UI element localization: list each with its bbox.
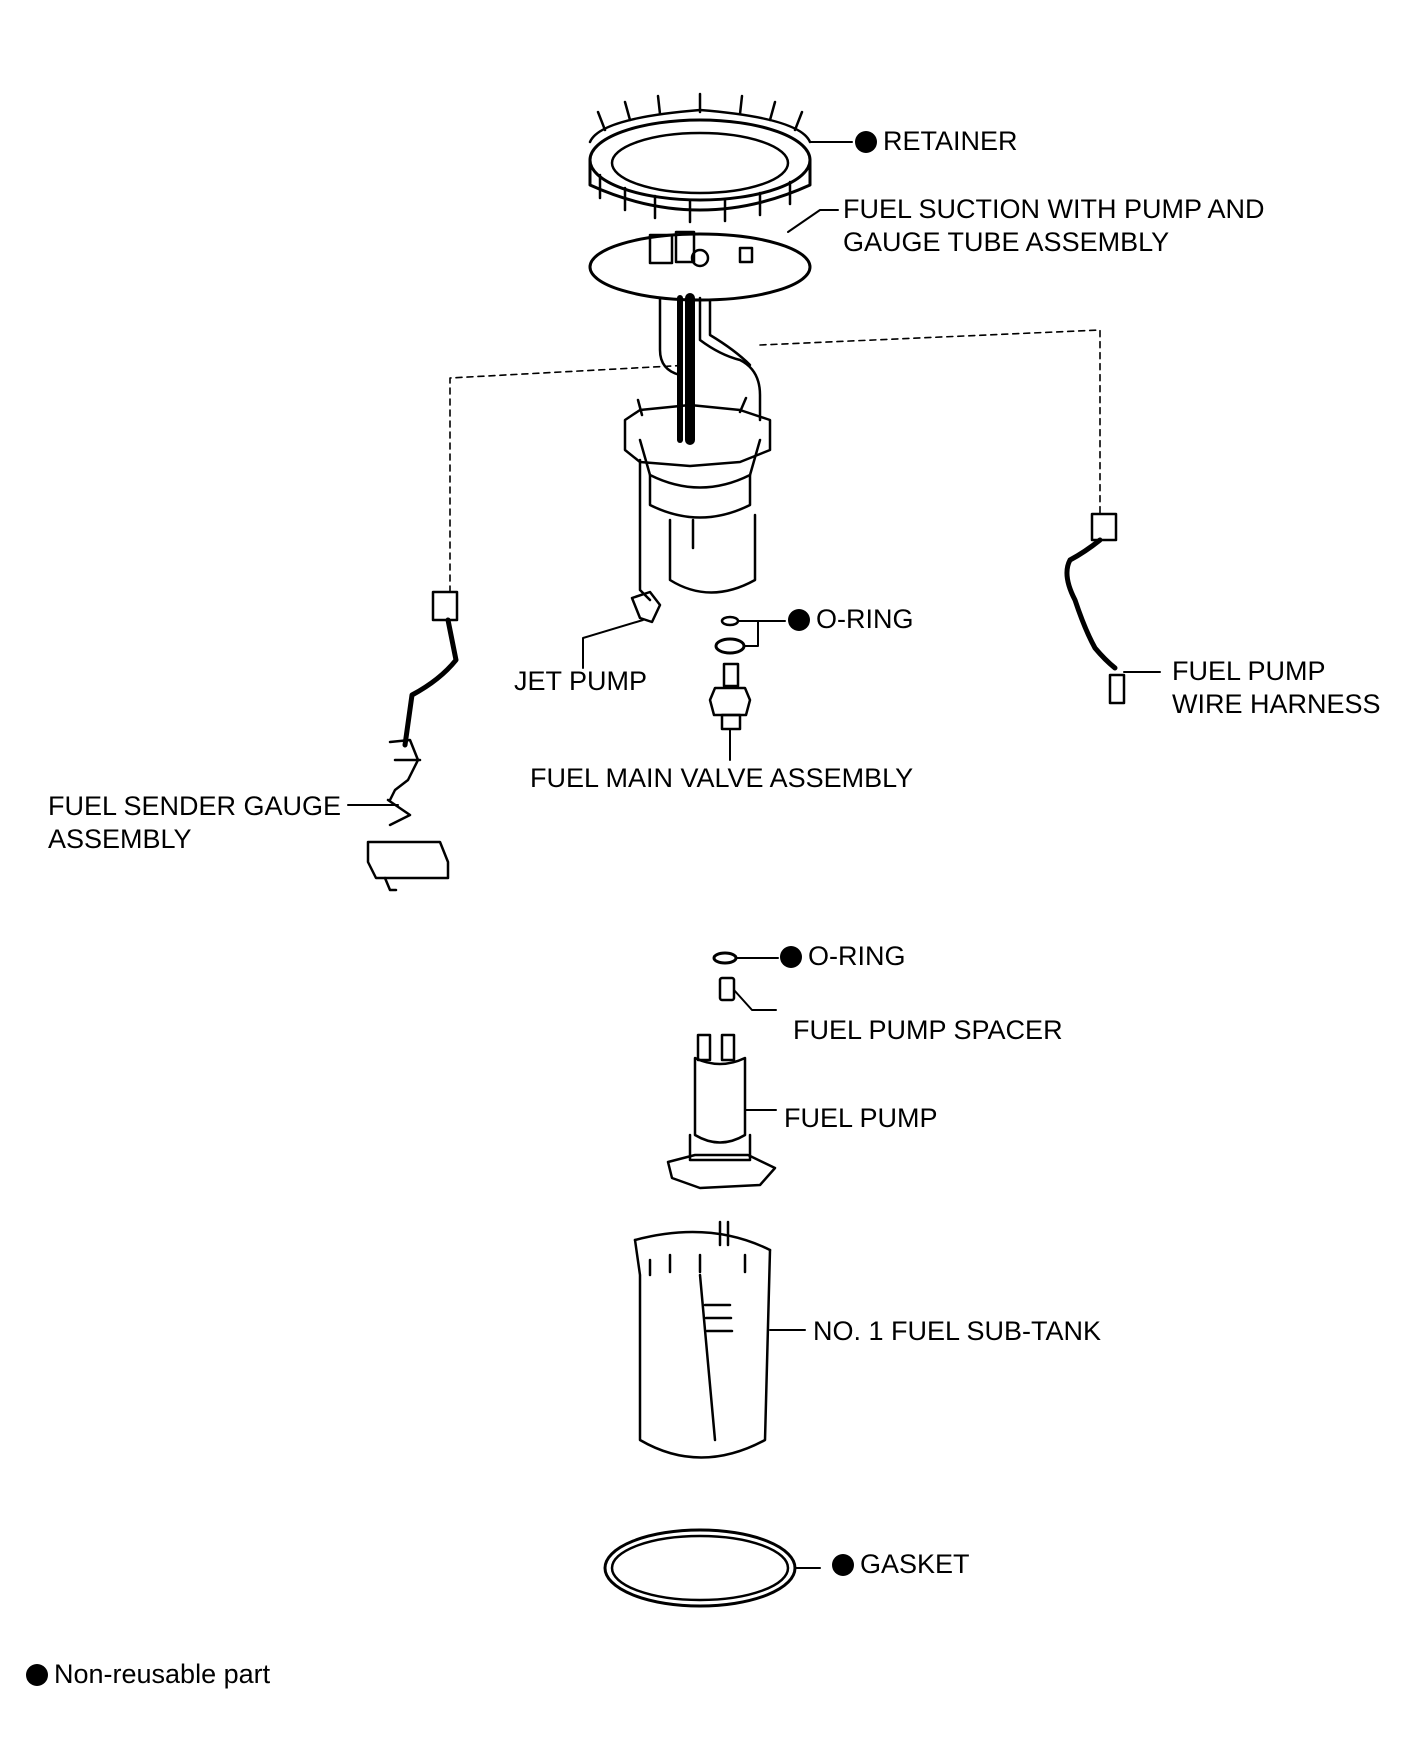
legend-text: Non-reusable part (54, 1659, 271, 1689)
retainer-text: RETAINER (883, 126, 1018, 156)
o-ring-lower-part (712, 951, 738, 965)
non-reusable-marker (855, 131, 877, 153)
fuel-pump-spacer-part (718, 976, 736, 1002)
fuel-suction-text-line2: GAUGE TUBE ASSEMBLY (843, 227, 1170, 257)
fuel-sub-tank-label: NO. 1 FUEL SUB-TANK (813, 1316, 1102, 1346)
pump-housing-part (623, 396, 772, 624)
gasket-part (603, 1528, 797, 1608)
fuel-pump-wire-harness-part (1064, 512, 1126, 705)
fuel-pump-wire-harness-text-line2: WIRE HARNESS (1172, 689, 1381, 719)
jet-pump-label: JET PUMP (514, 666, 648, 696)
fuel-main-valve-label: FUEL MAIN VALVE ASSEMBLY (530, 763, 914, 793)
gasket-label: GASKET (832, 1548, 970, 1581)
fuel-pump-wire-harness-label: FUEL PUMP WIRE HARNESS (1172, 655, 1381, 721)
fuel-sender-gauge-part (366, 590, 459, 892)
fuel-sender-gauge-text-line2: ASSEMBLY (48, 824, 192, 854)
non-reusable-marker (780, 946, 802, 968)
fuel-sender-gauge-text-line1: FUEL SENDER GAUGE (48, 791, 342, 821)
fuel-pump-wire-harness-text-line1: FUEL PUMP (1172, 656, 1326, 686)
o-ring-upper-part (714, 615, 746, 655)
fuel-suction-assembly-part (588, 230, 812, 445)
dashed-connector-lines (449, 329, 1101, 593)
fuel-pump-spacer-label: FUEL PUMP SPACER (793, 1015, 1063, 1045)
fuel-sub-tank-part (633, 1220, 772, 1459)
legend: Non-reusable part (26, 1658, 270, 1691)
non-reusable-marker (788, 609, 810, 631)
o-ring-lower-text: O-RING (808, 941, 906, 971)
retainer-label: RETAINER (855, 125, 1018, 158)
fuel-suction-text-line1: FUEL SUCTION WITH PUMP AND (843, 194, 1265, 224)
o-ring-upper-text: O-RING (816, 604, 914, 634)
o-ring-lower-label: O-RING (780, 940, 906, 973)
non-reusable-marker (832, 1554, 854, 1576)
fuel-pump-part (666, 1033, 777, 1190)
fuel-suction-label: FUEL SUCTION WITH PUMP AND GAUGE TUBE AS… (843, 193, 1265, 259)
fuel-pump-label: FUEL PUMP (784, 1103, 938, 1133)
legend-marker (26, 1664, 48, 1686)
retainer-part (588, 92, 812, 224)
fuel-main-valve-part (708, 662, 752, 731)
gasket-text: GASKET (860, 1549, 970, 1579)
o-ring-upper-label: O-RING (788, 603, 914, 636)
fuel-sender-gauge-label: FUEL SENDER GAUGE ASSEMBLY (48, 790, 341, 856)
leader-lines (347, 141, 1161, 1569)
